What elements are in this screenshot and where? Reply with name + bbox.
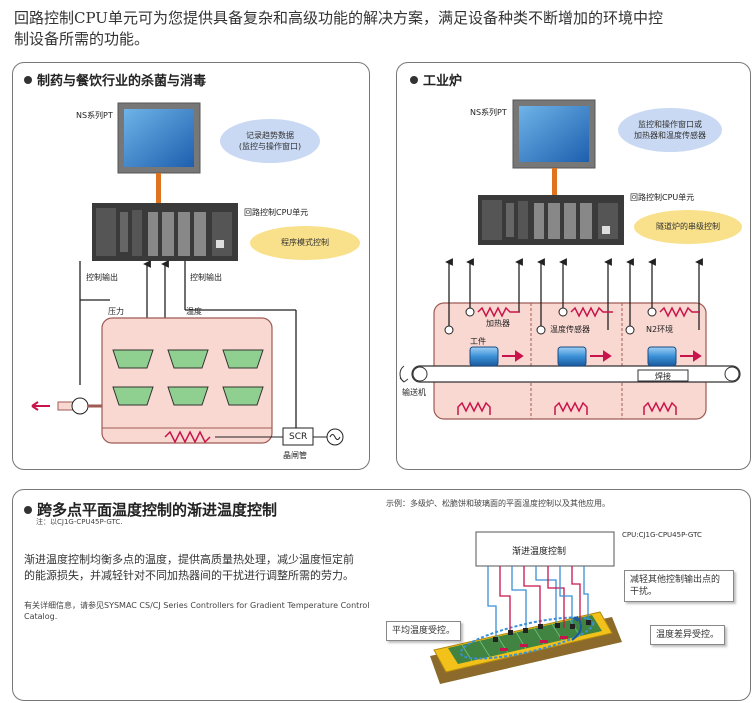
panel1-pt-label: NS系列PT xyxy=(76,111,113,120)
panel2-top-heaters xyxy=(477,306,700,318)
panel1-chamber xyxy=(101,317,273,444)
panel2-workpiece-label: 工件 xyxy=(470,337,486,346)
panel1-scr-label: SCR xyxy=(289,432,308,442)
panel2-pt-link xyxy=(552,168,557,195)
panel1-control-out-left: 控制输出 xyxy=(86,273,118,282)
panel2-title: 工业炉 xyxy=(410,70,462,89)
panel1-pt-monitor xyxy=(117,102,201,174)
panel2-sensors xyxy=(444,307,657,335)
panel1-cups xyxy=(112,349,264,406)
panel2-monitor-ellipse-text: 监控和操作窗口或 加热器和温度传感器 xyxy=(620,119,720,141)
panel3-cpu-model: CPU:CJ1G-CPU45P-GTC xyxy=(622,531,702,539)
panel1-heater xyxy=(164,430,211,444)
panel2-cpu-label: 回路控制CPU单元 xyxy=(630,193,695,202)
panel3-control-box-label: 渐进温度控制 xyxy=(512,547,567,557)
panel1-monitor-ellipse-text: 记录趋势数据 (监控与操作窗口) xyxy=(222,130,318,152)
panel3-interference-line-1: 减轻其他控制输出点的 xyxy=(630,575,721,585)
panel1-outflow-arrow xyxy=(31,401,50,411)
bullet-icon xyxy=(410,76,418,84)
panel2-signal-lines xyxy=(445,258,703,330)
panel1-cpu-label: 回路控制CPU单元 xyxy=(244,208,309,217)
panel1-monitor-line-1: 记录趋势数据 xyxy=(246,131,294,140)
intro-line-2: 制设备所需的功能。 xyxy=(14,30,150,48)
panel3-more-info: 有关详细信息，请参见SYSMAC CS/CJ Series Controller… xyxy=(24,601,370,621)
panel1-control-out-right: 控制输出 xyxy=(190,273,222,282)
panel1-pressure-label: 压力 xyxy=(108,307,124,316)
panel3-wires xyxy=(487,566,589,638)
panel2-conveyor-roller-left xyxy=(412,366,428,382)
panel2-heater-label: 加热器 xyxy=(486,319,510,328)
panel2-welding-label: 焊接 xyxy=(655,372,671,381)
panel1-temperature-label: 温度 xyxy=(186,307,202,316)
panel3-note: 注：以CJ1G-CPU45P-GTC. xyxy=(36,518,123,526)
panel2-pt-label: NS系列PT xyxy=(470,108,507,117)
panel3-interference-line-2: 干扰。 xyxy=(630,587,658,597)
panel3-control-box xyxy=(475,531,615,567)
panel2-monitor-line-2: 加热器和温度传感器 xyxy=(634,131,706,140)
panel3-title-text: 跨多点平面温度控制的渐进温度控制 xyxy=(37,501,278,519)
bullet-icon xyxy=(24,76,32,84)
panel2-conveyor-belt xyxy=(411,365,741,383)
panel2-bottom-heaters xyxy=(457,401,677,415)
intro-paragraph: 回路控制CPU单元可为您提供具备复杂和高级功能的解决方案，满足设备种类不断增加的… xyxy=(14,8,749,50)
panel2-conveyor-label: 输送机 xyxy=(402,388,426,397)
panel1-program-ellipse xyxy=(250,226,360,260)
panel1-program-ellipse-text: 程序模式控制 xyxy=(281,238,329,247)
panel1-monitor-ellipse xyxy=(220,119,320,163)
panel3-callout-interference: 减轻其他控制输出点的 干扰。 xyxy=(624,570,734,602)
panel2-title-text: 工业炉 xyxy=(423,74,463,89)
panel2-temp-sensor-label: 温度传感器 xyxy=(550,325,590,334)
panel1-title: 制药与餐饮行业的杀菌与消毒 xyxy=(24,70,206,89)
panel3-callout-diff: 温度差异受控。 xyxy=(650,625,726,645)
panel1-pump xyxy=(71,397,89,415)
panel3-heater-marks xyxy=(500,636,568,651)
panel1-title-text: 制药与餐饮行业的杀菌与消毒 xyxy=(37,74,207,89)
panel3-description: 渐进温度控制均衡多点的温度，提供高质量热处理，减少温度恒定前的能源损失，并减轻针… xyxy=(24,553,354,582)
panel1-monitor-line-2: (监控与操作窗口) xyxy=(238,142,302,151)
panel1-pt-link xyxy=(156,173,161,203)
panel2-flow-arrows xyxy=(502,350,702,362)
panel2-cascade-ellipse-text: 隧道炉的串级控制 xyxy=(656,222,720,231)
panel2-pt-monitor xyxy=(512,99,596,169)
panel3-sensor-points xyxy=(493,620,591,642)
panel2-cpu-unit xyxy=(478,195,624,245)
panel1-cpu-unit xyxy=(92,203,238,261)
intro-line-1: 回路控制CPU单元可为您提供具备复杂和高级功能的解决方案，满足设备种类不断增加的… xyxy=(14,9,663,27)
panel2-monitor-line-1: 监控和操作窗口或 xyxy=(638,120,702,129)
panel2-cascade-ellipse xyxy=(634,210,742,244)
panel2-workpieces xyxy=(469,346,677,367)
panel2-monitor-ellipse xyxy=(618,108,722,152)
panel3-uniform-zone xyxy=(459,616,595,660)
panel2-welding-box xyxy=(637,369,689,382)
panel2-conveyor-roller-right xyxy=(724,366,740,382)
panel3-example: 示例：多级炉、松脆饼和玻璃面的平面温度控制以及其他应用。 xyxy=(386,499,610,508)
panel3-callout-uniform: 平均温度受控。 xyxy=(386,621,462,641)
panel1-thyristor-label: 晶闸管 xyxy=(283,451,307,460)
panel2-n2-label: N2环境 xyxy=(646,325,674,334)
panel3-diff-arrow xyxy=(571,617,582,641)
panel3-title: 跨多点平面温度控制的渐进温度控制 xyxy=(24,499,277,520)
bullet-icon xyxy=(24,506,32,514)
